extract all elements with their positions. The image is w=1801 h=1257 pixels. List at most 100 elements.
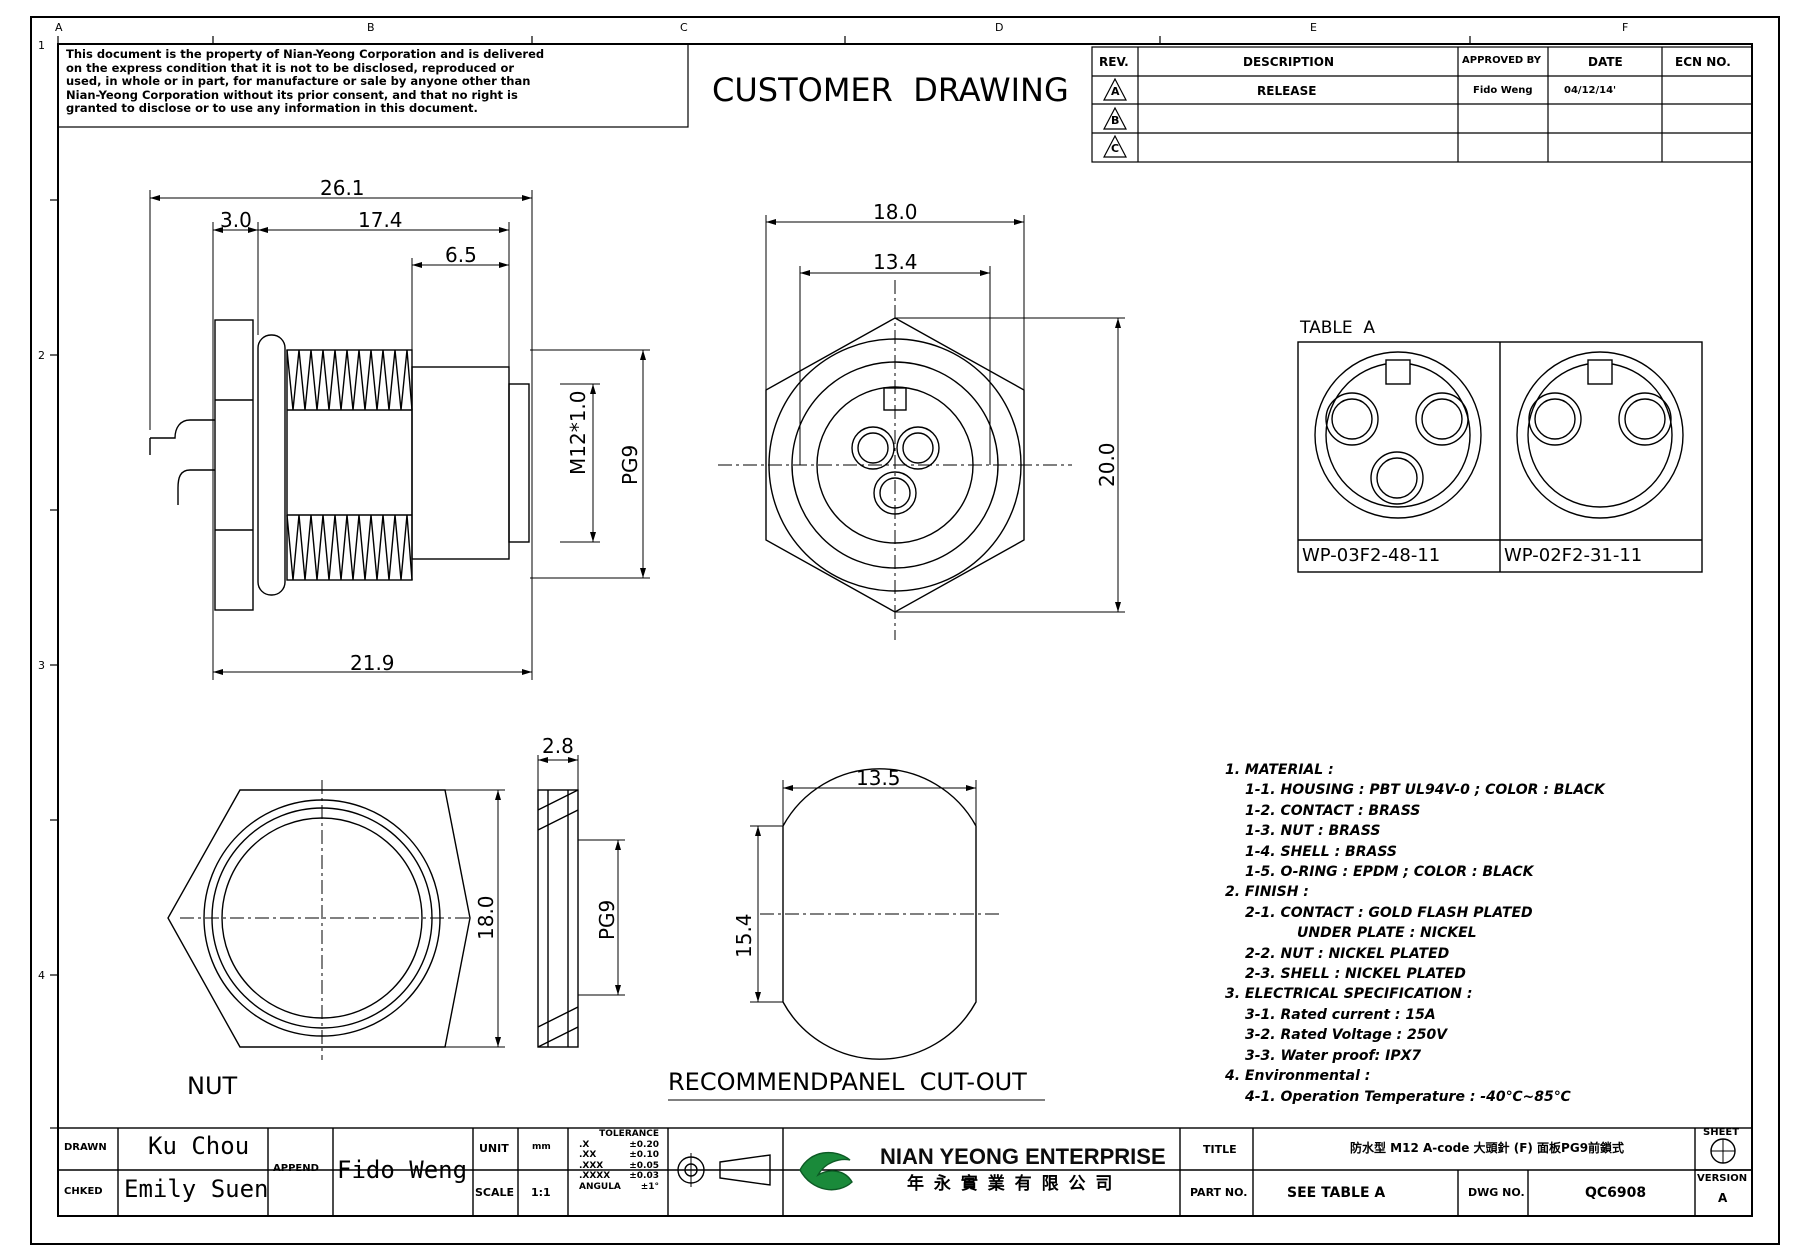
tolerance-label: TOLERANCE — [599, 1129, 659, 1139]
tolerance-row: ANGULA ±1° — [575, 1182, 665, 1193]
notice-line: on the express condition that it is not … — [66, 60, 515, 75]
title-label: TITLE — [1203, 1143, 1237, 1156]
note-line: 1-5. O-RING : EPDM ; COLOR : BLACK — [1245, 864, 1534, 881]
note-line: 3-2. Rated Voltage : 250V — [1245, 1027, 1448, 1044]
tolerance-value: ±0.10 — [629, 1150, 659, 1160]
property-notice: This document is the property of Nian-Ye… — [66, 47, 684, 116]
rev-a-mark: A — [1111, 85, 1120, 98]
tolerance-block: TOLERANCE .X±0.20 .XX ±0.10 .XXX ±0.05 .XX… — [575, 1129, 665, 1192]
note-line: 4-1. Operation Temperature : -40℃~85℃ — [1245, 1088, 1571, 1105]
note-line: 1-3. NUT : BRASS — [1245, 823, 1381, 840]
tolerance-row: .X±0.20 — [575, 1140, 665, 1151]
dim-nut-width: 18.0 — [474, 895, 498, 940]
dim-nut-pg: PG9 — [595, 899, 619, 940]
tolerance-key: .XXXX — [579, 1171, 611, 1181]
note-line: 4. Environmental : — [1225, 1068, 1371, 1085]
tolerance-row: .XXXX ±0.03 — [575, 1171, 665, 1182]
part-3pin-label: WP-03F2-48-11 — [1302, 545, 1441, 566]
grid-col-d: D — [995, 21, 1004, 34]
grid-col-f: F — [1622, 21, 1629, 34]
date-header: DATE — [1588, 55, 1623, 69]
grid-col-c: C — [680, 21, 688, 34]
part-no-label: PART NO. — [1190, 1186, 1248, 1199]
checked-label: CHKED — [64, 1186, 103, 1197]
append-name: Fido Weng — [337, 1156, 468, 1184]
notice-line: Nian-Yeong Corporation without its prior… — [66, 87, 518, 102]
rev-header: REV. — [1099, 55, 1129, 69]
dim-side-pg: PG9 — [618, 444, 642, 485]
rev-a-date: 04/12/14' — [1564, 85, 1617, 96]
tolerance-key: .XX — [579, 1150, 597, 1160]
dwg-no-value: QC6908 — [1585, 1185, 1647, 1201]
unit-label: UNIT — [479, 1142, 509, 1155]
panel-cutout — [668, 768, 1045, 1101]
dim-side-tail: 6.5 — [445, 243, 477, 267]
part-title: 防水型 M12 A-code 大頭針 (F) 面板PG9前鎖式 — [1350, 1141, 1625, 1155]
tolerance-value: ±0.03 — [629, 1171, 659, 1181]
dimension-arrows — [150, 195, 1121, 1047]
note-line: 2. FINISH : — [1225, 884, 1309, 901]
note-line: 1-2. CONTACT : BRASS — [1245, 802, 1421, 819]
note-line: 3-1. Rated current : 15A — [1245, 1006, 1436, 1023]
rev-a-description: RELEASE — [1257, 84, 1317, 98]
drawing-title: CUSTOMER DRAWING — [712, 71, 1069, 109]
grid-row-2: 2 — [38, 349, 45, 362]
part-no-value: SEE TABLE A — [1287, 1185, 1386, 1201]
version-label: VERSION — [1697, 1173, 1748, 1184]
front-view — [718, 215, 1125, 640]
dim-front-height: 20.0 — [1095, 442, 1119, 487]
approved-header: APPROVED BY — [1462, 55, 1541, 66]
unit-value: mm — [532, 1142, 551, 1152]
company-name-cn: 年 永 實 業 有 限 公 司 — [907, 1174, 1115, 1194]
table-a — [1297, 341, 1703, 573]
tolerance-value: ±0.05 — [629, 1160, 659, 1171]
dim-front-inner: 13.4 — [873, 250, 918, 274]
grid-col-e: E — [1310, 21, 1317, 34]
notice-line: used, in whole or in part, for manufactu… — [66, 74, 531, 88]
tolerance-row: .XX ±0.10 — [575, 1150, 665, 1161]
description-header: DESCRIPTION — [1243, 55, 1335, 69]
revision-table — [1091, 46, 1753, 163]
sheet-label: SHEET — [1703, 1127, 1740, 1138]
grid-row-4: 4 — [38, 969, 45, 982]
version-value: A — [1718, 1191, 1728, 1205]
part-2pin-label: WP-02F2-31-11 — [1504, 545, 1643, 566]
grid-col-b: B — [367, 21, 375, 34]
scale-value: 1:1 — [531, 1186, 551, 1199]
dim-nut-thickness: 2.8 — [542, 734, 574, 758]
notice-box — [57, 43, 689, 128]
note-line: 2-3. SHELL : NICKEL PLATED — [1245, 966, 1466, 983]
cutout-label: RECOMMENDPANEL CUT-OUT — [668, 1068, 1027, 1096]
dim-side-overall: 26.1 — [320, 176, 365, 200]
ecn-header: ECN NO. — [1675, 55, 1731, 69]
tolerance-key: .X — [579, 1139, 590, 1150]
note-line: 3-3. Water proof: IPX7 — [1245, 1047, 1422, 1064]
notice-line: granted to disclose or to use any inform… — [66, 101, 478, 115]
tolerance-key: ANGULA — [579, 1181, 621, 1192]
rev-a-approver: Fido Weng — [1473, 85, 1533, 96]
note-line: 1. MATERIAL : — [1225, 762, 1334, 778]
grid-ticks — [50, 36, 1471, 1129]
grid-row-1: 1 — [38, 39, 45, 52]
table-a-label: TABLE A — [1300, 318, 1376, 338]
scale-label: SCALE — [475, 1186, 515, 1199]
rev-b-mark: B — [1111, 114, 1120, 127]
checked-name: Emily Suen — [124, 1175, 269, 1203]
dim-side-flange: 3.0 — [220, 208, 252, 232]
nut-label: NUT — [187, 1072, 238, 1100]
dwg-no-label: DWG NO. — [1468, 1186, 1525, 1199]
note-line: 3. ELECTRICAL SPECIFICATION : — [1225, 986, 1473, 1003]
drawn-label: DRAWN — [64, 1142, 107, 1153]
note-line: UNDER PLATE : NICKEL — [1297, 925, 1477, 942]
tolerance-key: .XXX — [579, 1160, 604, 1171]
note-line: 2-1. CONTACT : GOLD FLASH PLATED — [1245, 904, 1533, 921]
outer-frame — [30, 16, 1780, 1245]
grid-col-a: A — [55, 21, 63, 34]
company-name: NIAN YEONG ENTERPRISE — [880, 1144, 1166, 1169]
tolerance-value: ±1° — [640, 1181, 659, 1192]
nut-front-view — [167, 780, 505, 1060]
dim-cutout-height: 15.4 — [732, 913, 756, 958]
drawn-name: Ku Chou — [148, 1132, 250, 1160]
